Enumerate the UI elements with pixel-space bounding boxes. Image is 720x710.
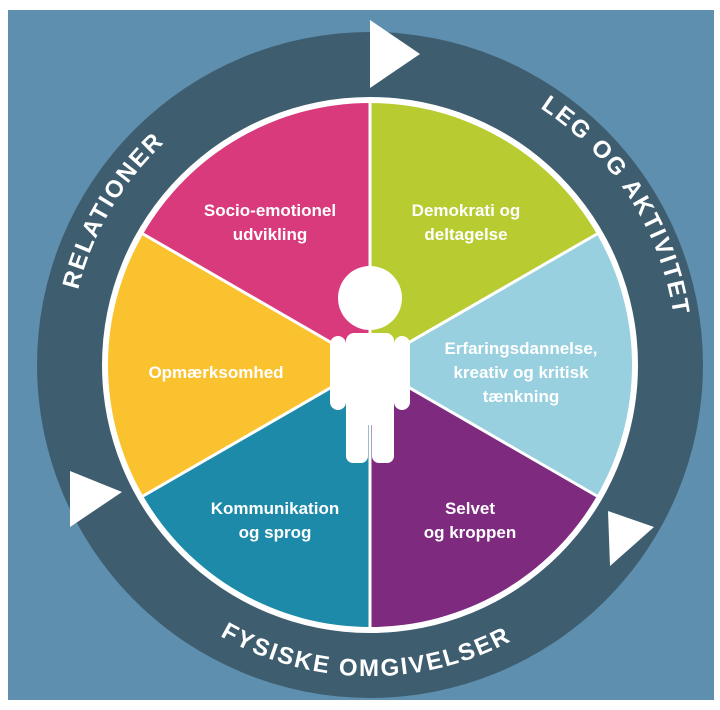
segment-label-kommunikation: Kommunikation og sprog	[211, 499, 339, 542]
segment-label-line: Opmærksomhed	[148, 363, 283, 382]
segment-labels: Socio-emotionel udvikling Demokrati og delt…	[148, 201, 597, 542]
segment-label-line: Erfaringsdannelse,	[444, 339, 597, 358]
segment-demokrati	[370, 103, 597, 365]
segment-label-line: og sprog	[239, 523, 312, 542]
arrow-left-icon	[70, 471, 122, 527]
segments-group	[108, 103, 632, 627]
segment-label-line: Selvet	[445, 499, 495, 518]
arrow-top-icon	[370, 20, 420, 88]
segment-socio	[143, 103, 370, 365]
child-leg-right	[372, 405, 394, 463]
segment-selvet	[370, 365, 597, 627]
segment-label-line: tænkning	[483, 387, 560, 406]
child-figure-icon	[330, 266, 410, 463]
child-head	[338, 266, 402, 330]
segment-erfaring	[370, 234, 632, 496]
child-arm-left	[330, 336, 346, 410]
segment-label-selvet: Selvet og kroppen	[424, 499, 517, 542]
segment-label-opmaerksomhed: Opmærksomhed	[148, 363, 283, 382]
segment-label-line: Demokrati og	[412, 201, 521, 220]
segment-label-line: Socio-emotionel	[204, 201, 336, 220]
child-leg-left	[346, 405, 368, 463]
arrow-right-icon	[608, 511, 654, 566]
segment-label-line: Kommunikation	[211, 499, 339, 518]
segment-label-socio: Socio-emotionel udvikling	[204, 201, 336, 244]
segment-label-line: kreativ og kritisk	[453, 363, 589, 382]
segment-label-demokrati: Demokrati og deltagelse	[412, 201, 521, 244]
segment-label-erfaring: Erfaringsdannelse, kreativ og kritisk tænk…	[444, 339, 597, 406]
segment-kommunikation	[143, 365, 370, 627]
segment-label-line: og kroppen	[424, 523, 517, 542]
segment-opmaerksomhed	[108, 234, 371, 496]
segment-label-line: deltagelse	[424, 225, 507, 244]
child-body	[346, 333, 394, 425]
child-arm-right	[394, 336, 410, 410]
segment-label-line: udvikling	[233, 225, 308, 244]
